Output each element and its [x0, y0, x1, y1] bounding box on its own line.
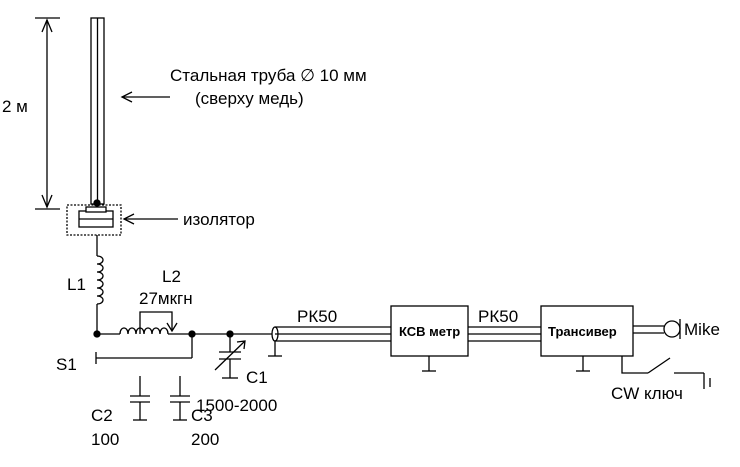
insulator-pointer-arrow — [122, 213, 178, 225]
insulator — [66, 199, 122, 236]
l2-label: L2 — [162, 267, 181, 286]
capacitor-c1 — [214, 334, 246, 379]
c1-label: C1 — [246, 368, 268, 387]
switch-s1 — [95, 334, 193, 364]
c3-label: C3 — [191, 406, 213, 425]
pipe-pointer-arrow — [120, 91, 170, 103]
cable2-label: РК50 — [478, 307, 518, 326]
height-dimension — [35, 17, 60, 210]
insulator-label: изолятор — [183, 210, 255, 229]
coax-cable-2 — [468, 326, 541, 342]
mike-label: Mike — [684, 320, 720, 339]
swr-meter-label: КСВ метр — [399, 324, 460, 339]
transceiver-box — [540, 305, 634, 372]
cable1-label: РК50 — [297, 307, 337, 326]
coil-l1 — [96, 255, 104, 305]
c3-value: 200 — [191, 430, 219, 449]
height-label: 2 м — [2, 97, 28, 116]
swr-meter-box — [390, 305, 469, 372]
l1-label: L1 — [67, 275, 86, 294]
c2-value: 100 — [91, 430, 119, 449]
pipe-title: Стальная труба ∅ 10 мм — [170, 66, 367, 85]
transceiver-label: Трансивер — [548, 324, 617, 339]
capacitor-c2 — [130, 376, 150, 421]
cw-key — [621, 356, 711, 389]
c1-value: 1500-2000 — [196, 396, 277, 415]
s1-label: S1 — [56, 355, 77, 374]
c2-label: C2 — [91, 406, 113, 425]
microphone — [633, 319, 681, 339]
cw-key-label: CW ключ — [611, 384, 683, 403]
antenna-pipe — [90, 17, 105, 205]
pipe-subtitle: (сверху медь) — [195, 89, 304, 108]
capacitor-c3 — [170, 376, 190, 421]
coax-cable-1 — [268, 326, 391, 357]
l2-value: 27мкгн — [139, 289, 193, 308]
coil-l2 — [119, 327, 169, 335]
